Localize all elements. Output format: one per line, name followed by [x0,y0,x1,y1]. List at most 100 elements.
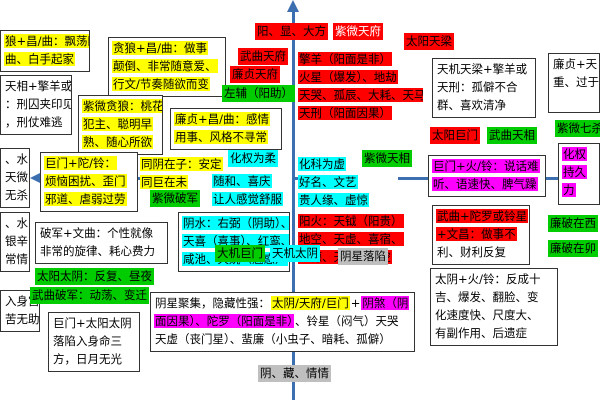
box-text: 阴星聚集，隐藏性强： [155,296,270,310]
box-text: ：刑囚夹印见 [5,97,72,111]
box-b4: 紫微贪狼：桃花犯主、聪明早熟、随心所欲 [78,95,163,155]
box-text: 常情 [5,252,28,266]
box-b13: 巨门+火/铃：说话难听、语速快、脾气躁 [428,155,546,197]
label-l7: 太阳巨门 [430,127,480,144]
box-line: 阳火：天钺（阳贵） [298,212,416,230]
box-line: 非常的旋律、耗心费力 [39,242,164,260]
box-line: 狼+昌/曲：飘荡四方、 [4,32,89,50]
box-text: 太阴/天府/巨门 [271,296,350,310]
box-text: 非常的旋律、耗心费力 [40,244,155,258]
box-line: 行文/节奏随欲而变 [112,75,222,93]
box-line: 听、语速快、脾气躁 [432,175,542,193]
box-line: 贵人缘、虚惊 [298,191,398,209]
box-text: 天相+擎羊或 [5,79,72,93]
box-line: 好名、文艺 [298,173,398,191]
box-line: 廉贞+昌/曲：感情 [174,110,278,128]
left-arrow-icon [30,172,42,184]
label-l17: 太阳太阴：反复、昼夜 [35,268,154,285]
box-text: 贪狼+昌/曲：做事 [112,41,209,55]
label-l14: 大机巨门 [215,245,265,262]
box-text: 随和、喜庆 [212,174,272,188]
box-text: 天刑（阳面因果） [298,106,392,120]
label-l6: 左辅（阳助） [222,85,295,102]
box-b6: 擎羊（阳面是非）火星（爆发）、地劫天哭、孤辰、大耗、天马天刑（阳面因果） [298,50,423,146]
box-text: 同阴在子：安定 [140,157,223,171]
box-b11b: 随和、喜庆让人感觉舒服 [212,172,292,210]
box-text: 巨门+陀/铃： [44,156,118,170]
box-text: 化速度快、尺度大、 [435,308,539,322]
box-b21: 巨门+太阳太阴落陷入身命三方，日月无光 [48,312,140,372]
box-line: 擎羊（阳面是非） [298,50,423,68]
label-l9: 化权为柔 [228,150,278,167]
box-line: 同巨在未 [140,173,228,189]
box-text: 化权 [562,147,587,161]
box-line: 天刑（阳面因果） [298,104,423,122]
label-l16: 阴星落陷 [338,248,388,265]
box-line: 曲、白手起家 [4,50,86,68]
box-line: 用事、风格不寻常 [174,128,278,146]
box-text: 银辛 [5,234,28,248]
label-l5: 廉贞天府 [230,66,280,83]
box-text: 天机天梁+擎羊或 [437,62,528,76]
box-text: 擎羊（阳面是非） [298,52,392,66]
box-text: 狼+昌/曲：飘荡四方、 [4,34,89,48]
label-l20: 紫微七杀 [555,120,600,137]
box-line: 天微 [4,168,28,186]
box-line: 、水 [4,150,28,168]
box-text: 曲、白手起家 [4,52,75,66]
box-text: 颠倒、非常随意爱、 [112,59,218,73]
box-text: 火星（爆发）、地劫 [298,70,398,84]
box-line: 天机天梁+擎羊或 [436,60,532,78]
box-line: 落陷入身命三 [52,332,136,350]
box-text: 面因果）、陀罗（阳面是非） [154,314,294,328]
box-line: 火星（爆发）、地劫 [298,68,423,86]
box-text: 太阴+火/铃：反成十 [435,272,541,286]
label-l18: 武曲破军：动荡、变迁 [30,287,149,304]
box-line: 化权 [562,145,596,163]
box-line: 、水 [4,214,28,232]
box-line: 巨门+陀/铃： [44,154,134,172]
box-b20: 太阴+火/铃：反成十吉、爆发、翻脸、变化速度快、尺度大、有副作用、后遗症 [430,268,558,346]
box-text: 让人感觉舒服 [212,192,283,206]
box-text: 破军+文曲：个性就像 [40,226,154,240]
box-line: 吉、爆发、翻脸、变 [434,288,554,306]
label-l12: 紫微破军 [150,190,200,207]
box-text: 好名、文艺 [298,175,358,189]
box-text: + [350,296,361,310]
box-text: 方，日月无光 [53,352,122,366]
box-b2: 贪狼+昌/曲：做事颠倒、非常随意爱、行文/节奏随欲而变 [108,37,226,97]
box-line: 苦无助 [4,310,39,328]
box-line: 持久 [562,163,596,181]
box-text: 廉贞+天 [553,57,598,71]
box-line: 天虚（丧门星）、蜚廉（小虫子、暗耗、孤僻） [154,330,411,348]
box-text: 落陷入身命三 [53,334,122,348]
label-l3: 太阳天梁 [404,33,454,50]
box-line: 颠倒、非常随意爱、 [112,57,222,75]
box-text: 化科为虚 [298,157,346,171]
box-text: 用事、风格不寻常 [174,130,268,144]
label-l21: 廉破在西 [548,215,598,232]
box-line: 天刑：孤僻不合 [436,78,532,96]
box-b22: 、水银辛常情 [0,212,30,272]
box-text: 天微 [5,170,28,184]
box-text: 地空、天虚、喜宿、 [298,232,404,246]
box-line: 阴星聚集，隐藏性强：太阴/天府/巨门+阴煞（阴 [154,294,411,312]
box-line: 有副作用、后遗症 [434,324,554,342]
box-line: 让人感觉舒服 [212,190,292,208]
box-text: 群、喜欢清净 [437,98,506,112]
label-l11: 紫微天相 [362,150,412,167]
box-b19: 阴星聚集，隐藏性强：太阴/天府/巨门+阴煞（阴面因果）、陀罗（阳面是非）、铃星（… [150,292,415,352]
box-text: 犯主、聪明早 [82,117,153,131]
box-b3: 天相+擎羊或：刑囚夹印见，刑仗难逃 [0,75,72,135]
box-b12: 化科为虚好名、文艺贵人缘、虚惊 [298,155,398,211]
box-line: 力 [562,181,596,199]
box-line: 阴水：右弼（阴助）、 [182,214,289,232]
box-b10: 巨门+陀/铃：烦恼困扰、歪门邪道、虐弱过劳 [40,152,138,212]
box-line: ：刑囚夹印见 [4,95,71,113]
box-line: 紫微贪狼：桃花 [82,97,162,115]
box-text: 同巨在未 [140,175,188,189]
box-line: 犯主、聪明早 [82,115,159,133]
label-l19: 阴、藏、情情 [258,365,331,382]
box-text: 烦恼困扰、歪门 [44,174,127,188]
